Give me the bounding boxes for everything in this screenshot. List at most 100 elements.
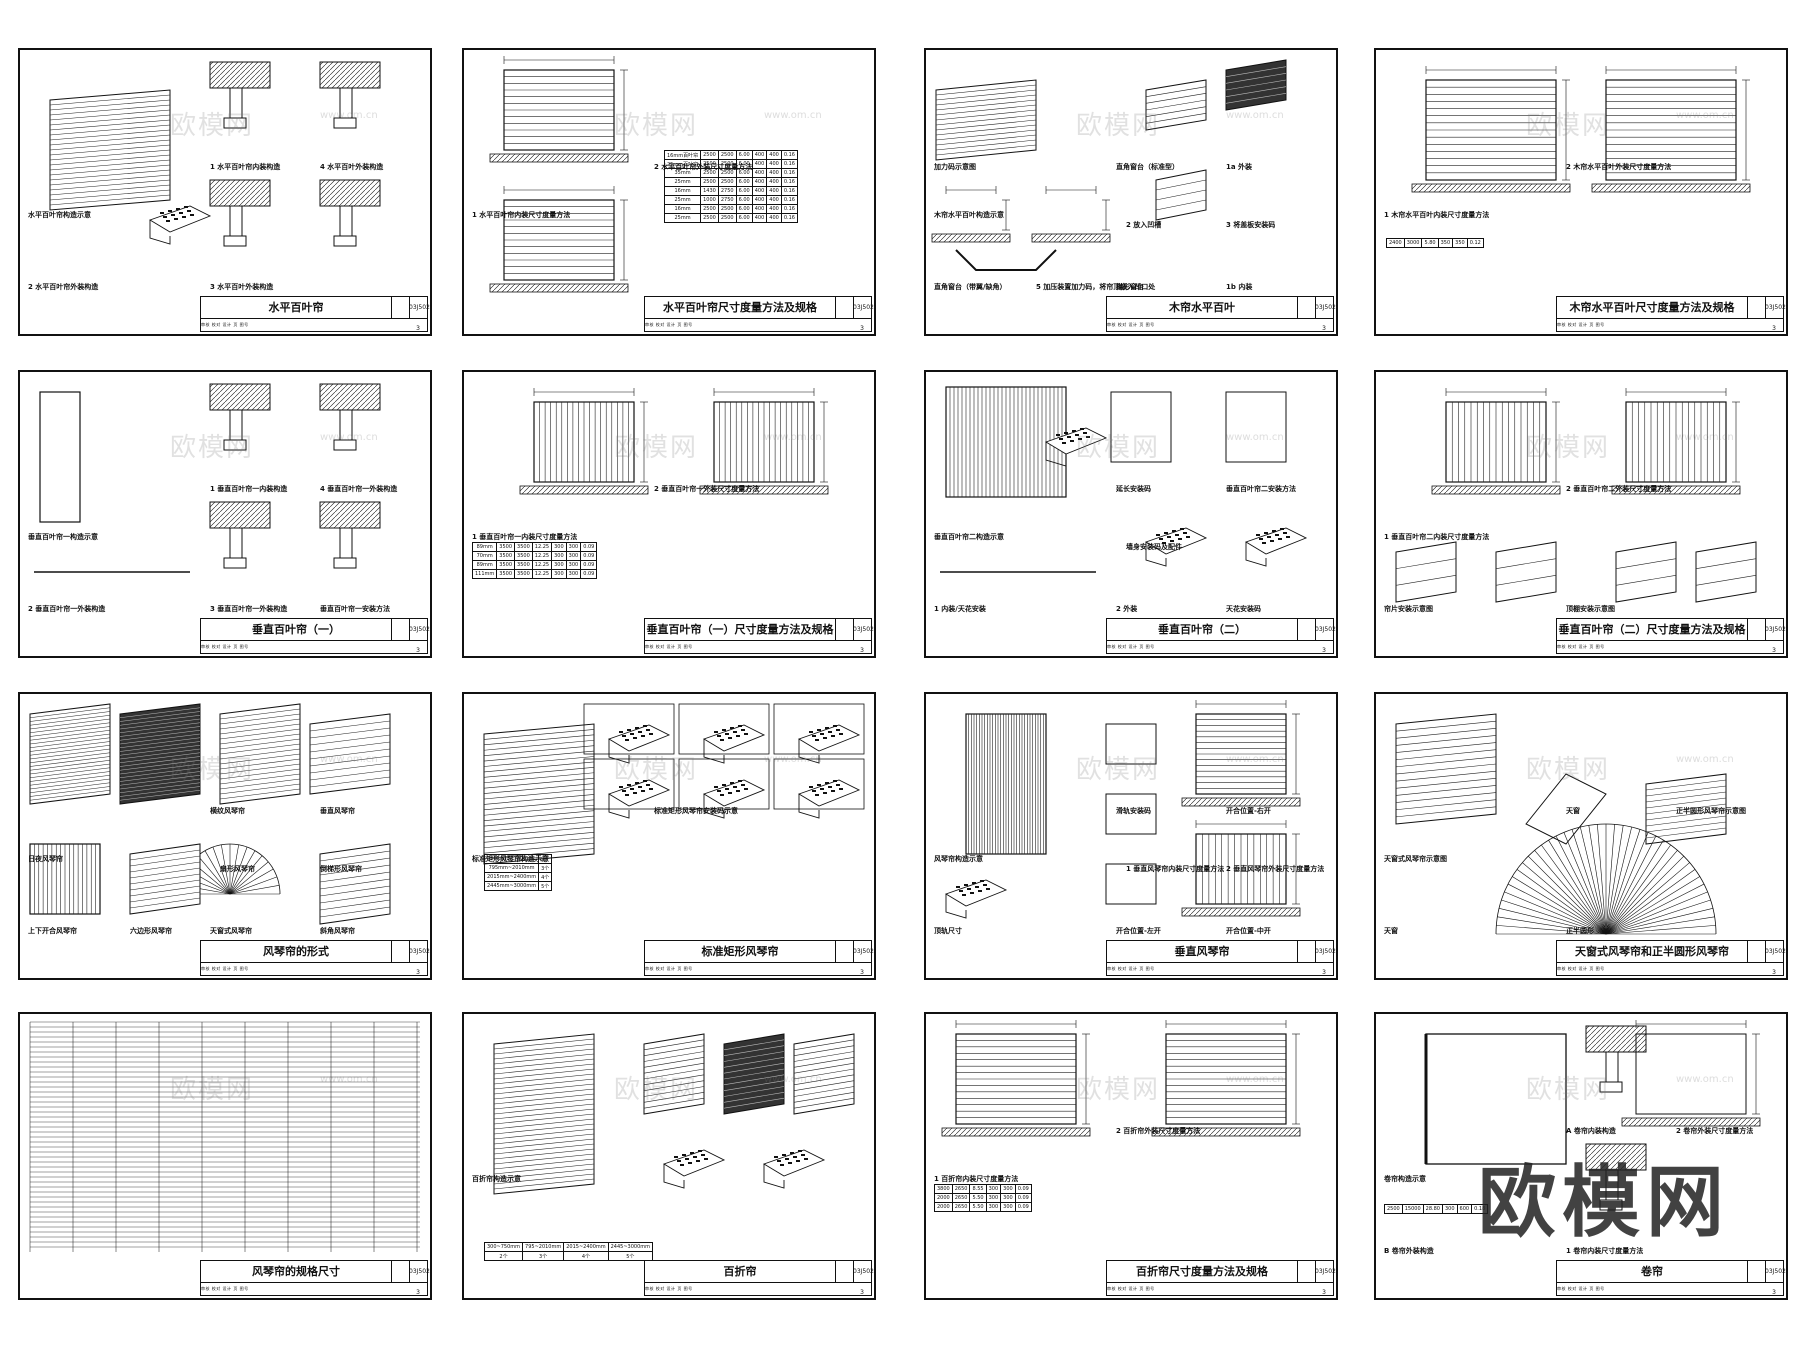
table-cell: 3500 bbox=[514, 542, 533, 552]
table-cell: 12.25 bbox=[531, 542, 553, 552]
technical-drawing bbox=[489, 56, 629, 293]
technical-drawing bbox=[493, 1033, 855, 1195]
figure-caption: 4 垂直百叶帘一外装构造 bbox=[320, 485, 398, 493]
table-cell: 0.09 bbox=[1014, 1184, 1032, 1194]
figure-caption: 2 木帘水平百叶外装尺寸度量方法 bbox=[1566, 163, 1672, 171]
figure-caption: 2 垂直百叶帘一外装尺寸度量方法 bbox=[654, 485, 760, 493]
sheet-title: 风琴帘的形式 bbox=[201, 941, 392, 963]
signature-row: 审核 校对 设计 页 图号 bbox=[201, 644, 249, 649]
sheet-title: 风琴帘的规格尺寸 bbox=[201, 1261, 392, 1283]
figure-caption: 1 垂直风琴帘内装尺寸度量方法 bbox=[1126, 865, 1225, 873]
signature-row: 审核 校对 设计 页 图号 bbox=[1107, 1286, 1155, 1291]
table-cell: 300mm~750mm bbox=[483, 854, 540, 864]
title-block: 天窗式风琴帘和正半圆形风琴帘 03J502-3 审核 校对 设计 页 图号 bbox=[1556, 940, 1786, 976]
sheet-title: 垂直风琴帘 bbox=[1107, 941, 1298, 963]
figure-caption: 开合位置-右开 bbox=[1226, 807, 1271, 815]
sheet-title: 百折帘 bbox=[645, 1261, 836, 1283]
sheet-code: 03J502-3 bbox=[1765, 297, 1786, 332]
sheet-code: 03J502-3 bbox=[409, 941, 430, 976]
technical-drawing bbox=[1411, 66, 1751, 193]
figure-caption: 扇形风琴帘 bbox=[220, 865, 255, 873]
figure-caption: 正半圆形 bbox=[1566, 927, 1594, 935]
table-cell: 0.16 bbox=[780, 213, 798, 223]
sheet-title: 卷帘 bbox=[1557, 1261, 1748, 1283]
table-cell: 6.00 bbox=[735, 213, 753, 223]
sheet-title: 垂直百叶帘（一）尺寸度量方法及规格 bbox=[645, 619, 836, 641]
sheet-title: 木帘水平百叶尺寸度量方法及规格 bbox=[1557, 297, 1748, 319]
sheet-code: 03J502-3 bbox=[1315, 941, 1336, 976]
figure-caption: 六边形风琴帘 bbox=[130, 927, 172, 935]
technical-drawing bbox=[941, 1020, 1301, 1137]
sheet-label bbox=[1297, 941, 1316, 963]
sheet-code: 03J502-3 bbox=[1315, 297, 1336, 332]
figure-caption: 1b 内装 bbox=[1226, 283, 1253, 291]
title-block: 标准矩形风琴帘 03J502-3 审核 校对 设计 页 图号 bbox=[644, 940, 874, 976]
table-cell: 89mm bbox=[471, 560, 498, 570]
table-cell: 795mm~2010mm bbox=[483, 863, 540, 873]
figure-caption: A 卷帘内装构造 bbox=[1566, 1127, 1616, 1135]
sheet-label bbox=[1747, 297, 1766, 319]
signature-row: 审核 校对 设计 页 图号 bbox=[645, 322, 693, 327]
table-cell: 2000 bbox=[934, 1202, 953, 1212]
table-cell: 2015~2400mm bbox=[563, 1242, 609, 1252]
table-cell: 300 bbox=[985, 1184, 1002, 1194]
table-cell: 6.00 bbox=[735, 195, 753, 205]
technical-drawing bbox=[944, 700, 1301, 919]
table-cell: 16mm百叶帘 bbox=[663, 150, 702, 160]
table-cell: 300 bbox=[551, 569, 567, 579]
table-cell: 6.00 bbox=[735, 204, 753, 214]
sheet-label bbox=[1297, 297, 1316, 319]
table-cell: 0.09 bbox=[1014, 1193, 1032, 1203]
table-cell: 6.00 bbox=[735, 159, 753, 169]
table-cell: 16mm bbox=[663, 186, 702, 196]
sheet-code: 03J502-3 bbox=[1765, 619, 1786, 654]
sheet-label bbox=[1297, 1261, 1316, 1283]
table-cell: 2500 bbox=[1384, 1204, 1403, 1214]
table-cell: 6.00 bbox=[735, 150, 753, 160]
sheet-label bbox=[1297, 619, 1316, 641]
table-cell: 2445~3000mm bbox=[607, 1242, 654, 1252]
sheet-code: 03J502-3 bbox=[409, 619, 430, 654]
signature-row: 审核 校对 设计 页 图号 bbox=[645, 644, 693, 649]
figure-caption: 开合位置-中开 bbox=[1226, 927, 1271, 935]
table-cell: 2500 bbox=[717, 159, 737, 169]
table-cell: 400 bbox=[766, 195, 782, 205]
title-block: 风琴帘的形式 03J502-3 审核 校对 设计 页 图号 bbox=[200, 940, 430, 976]
table-cell: 0.16 bbox=[780, 195, 798, 205]
table-cell: 0.18 bbox=[1471, 1204, 1489, 1214]
figure-caption: 1 垂直百叶帘二内装尺寸度量方法 bbox=[1384, 533, 1490, 541]
drawing-sheet: 日夜风琴帘横纹风琴帘上下开合风琴帘天窗式风琴帘垂直风琴帘斜角风琴帘扇形风琴帘倒梯… bbox=[18, 692, 432, 980]
figure-caption: 垂直百叶帘二构造示意 bbox=[934, 533, 1004, 541]
title-block: 木帘水平百叶 03J502-3 审核 校对 设计 页 图号 bbox=[1106, 296, 1336, 332]
sheet-code: 03J502-3 bbox=[853, 619, 874, 654]
table-cell: 5.50 bbox=[969, 1202, 987, 1212]
table-cell: 6.00 bbox=[735, 177, 753, 187]
figure-caption: 2 垂直百叶帘一外装构造 bbox=[28, 605, 106, 613]
table-cell: 400 bbox=[751, 150, 768, 160]
technical-drawing bbox=[1395, 388, 1757, 603]
sheet-code: 03J502-3 bbox=[1315, 619, 1336, 654]
table-cell: 300 bbox=[551, 551, 567, 561]
figure-caption: 标准矩形风琴帘安装码示意 bbox=[654, 807, 738, 815]
signature-row: 审核 校对 设计 页 图号 bbox=[201, 322, 249, 327]
sheet-title: 百折帘尺寸度量方法及规格 bbox=[1107, 1261, 1298, 1283]
title-block: 风琴帘的规格尺寸 03J502-3 审核 校对 设计 页 图号 bbox=[200, 1260, 430, 1296]
sheet-code: 03J502-3 bbox=[409, 1261, 430, 1296]
table-cell: 2500 bbox=[700, 213, 719, 223]
figure-caption: 垂直风琴帘 bbox=[320, 807, 355, 815]
table-cell: 3500 bbox=[514, 560, 533, 570]
